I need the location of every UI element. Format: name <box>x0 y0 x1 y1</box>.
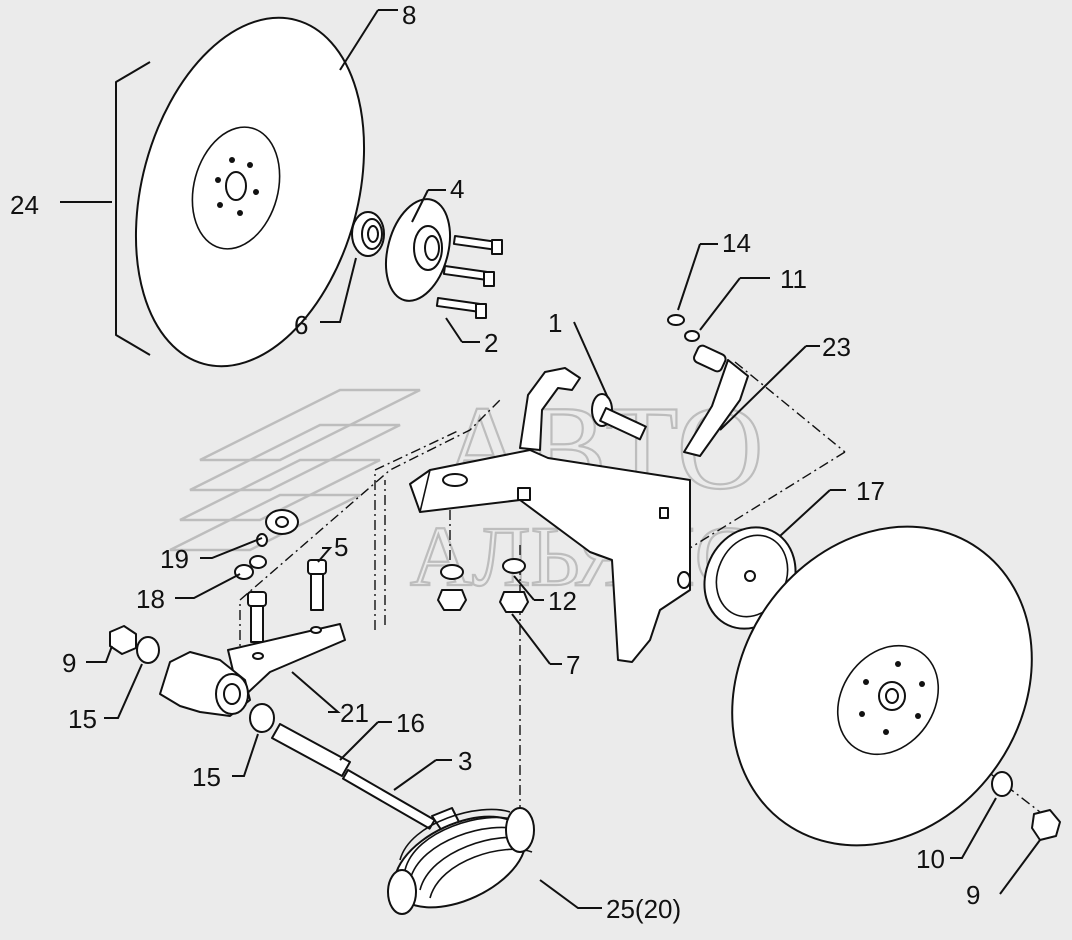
disc-lower <box>731 525 1033 847</box>
washer-10 <box>991 771 1013 797</box>
callout-21: 21 <box>340 698 369 728</box>
arm-21 <box>159 623 346 717</box>
nut-9-right <box>1031 809 1061 841</box>
callout-7: 7 <box>566 650 580 680</box>
callout-18: 18 <box>136 584 165 614</box>
callout-23: 23 <box>822 332 851 362</box>
spring-25 <box>387 807 535 915</box>
bolt-1 <box>591 393 647 441</box>
washer-14 <box>667 314 685 326</box>
callout-9-left: 9 <box>62 648 76 678</box>
washer-12-left <box>440 564 464 580</box>
callout-11: 11 <box>780 264 807 294</box>
bushing-15-lower <box>249 703 275 733</box>
callout-9-right: 9 <box>966 880 980 910</box>
bolts-5 <box>247 559 327 643</box>
washer-12-right <box>502 558 526 574</box>
nut-7-right <box>499 591 529 613</box>
callout-5: 5 <box>334 532 348 562</box>
callout-2: 2 <box>484 328 498 358</box>
nut-9-left <box>109 625 137 655</box>
nut-7-left <box>437 589 467 611</box>
callout-19: 19 <box>160 544 189 574</box>
callout-24: 24 <box>10 190 39 220</box>
bushing-15-upper <box>136 636 160 664</box>
callout-10: 10 <box>916 844 945 874</box>
watermark-logo <box>169 388 421 552</box>
washer-11 <box>684 330 700 342</box>
callout-15-lower: 15 <box>192 762 221 792</box>
disc-upper-8 <box>134 16 366 368</box>
callout-3: 3 <box>458 746 472 776</box>
callout-15-upper: 15 <box>68 704 97 734</box>
callout-25: 25(20) <box>606 894 681 924</box>
callout-12: 12 <box>548 586 577 616</box>
bracket-frame <box>409 367 691 663</box>
callout-8: 8 <box>402 0 416 30</box>
clip-19 <box>256 509 299 547</box>
scraper-23 <box>683 344 749 457</box>
bolts-2 <box>435 235 503 319</box>
bearing-6 <box>351 211 385 257</box>
sleeve-16 <box>271 723 351 777</box>
callout-1: 1 <box>548 308 562 338</box>
bolt-3 <box>342 768 461 835</box>
callout-16: 16 <box>396 708 425 738</box>
callout-4: 4 <box>450 174 464 204</box>
callout-17: 17 <box>856 476 885 506</box>
nut-18 <box>234 555 267 580</box>
hub-flange-4 <box>385 198 451 302</box>
leader-lines <box>60 9 1041 909</box>
callout-6: 6 <box>294 310 308 340</box>
bracket-24 <box>115 61 151 356</box>
callout-14: 14 <box>722 228 751 258</box>
